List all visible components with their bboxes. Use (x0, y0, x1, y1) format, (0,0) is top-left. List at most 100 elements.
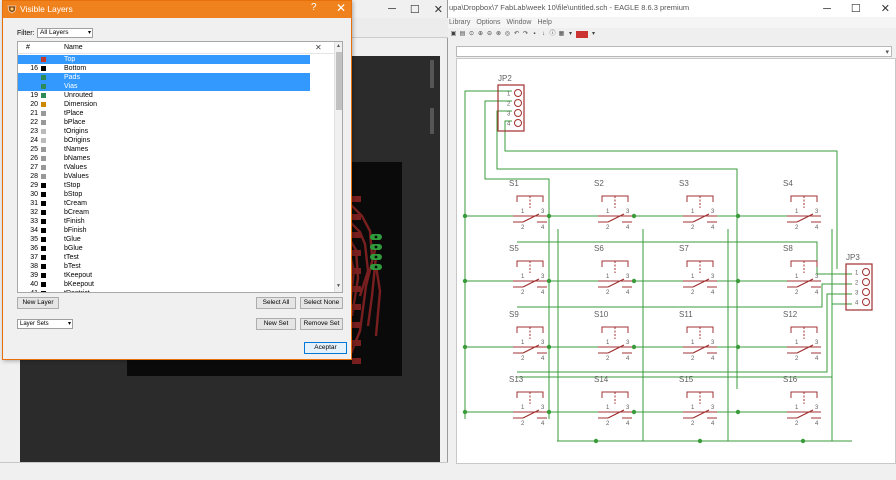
minimize-icon[interactable]: ─ (388, 3, 396, 15)
close-icon[interactable]: ✕ (336, 1, 347, 15)
filter-dropdown[interactable]: All Layers ▾ (37, 28, 93, 38)
menu-library[interactable]: Library (449, 19, 471, 26)
help-icon[interactable]: ? (311, 2, 317, 13)
menu-help[interactable]: Help (537, 19, 552, 26)
minimize-icon[interactable]: ─ (823, 2, 831, 15)
scrollbar-thumb[interactable] (336, 52, 342, 110)
zoom-in-icon[interactable]: ⊕ (477, 30, 484, 37)
switch-pin-number: 4 (626, 356, 630, 362)
print-icon[interactable]: ▤ (459, 30, 466, 37)
connector-body (497, 84, 525, 132)
close-icon[interactable]: ✕ (433, 3, 443, 16)
switch-lever (796, 213, 814, 223)
go-icon[interactable]: ↓ (542, 30, 545, 37)
new-layer-button[interactable]: New Layer (17, 297, 59, 309)
layer-color-icon[interactable] (576, 30, 588, 38)
pcb-pads (370, 234, 382, 270)
zoom-select-icon[interactable]: ⊗ (495, 30, 502, 37)
junction-dot (593, 438, 599, 444)
info-icon[interactable]: ⓘ (549, 30, 556, 37)
layer-color-swatch (41, 66, 46, 71)
menu-options[interactable]: Options (476, 19, 501, 26)
redo-icon[interactable]: ↷ (522, 30, 529, 37)
remove-set-button[interactable]: Remove Set (300, 318, 343, 330)
connector-pin-number: 3 (855, 291, 859, 297)
layer-row[interactable]: 1Top (18, 55, 310, 64)
layer-row[interactable]: 17Pads (18, 73, 310, 82)
layer-name: Vias (64, 83, 78, 90)
zoom-out-icon[interactable]: ⊖ (486, 30, 493, 37)
switch-pin-number: 1 (521, 274, 525, 280)
layer-name: bTest (64, 263, 81, 270)
ok-button[interactable]: Aceptar (304, 342, 347, 354)
scroll-up-icon[interactable]: ▲ (336, 43, 341, 49)
undo-icon[interactable]: ↶ (513, 30, 520, 37)
layer-sets-dropdown[interactable]: Layer Sets ▾ (17, 319, 73, 329)
layer-name: bValues (64, 173, 89, 180)
layer-name: tValues (64, 164, 87, 171)
switch-pin-number: 2 (691, 225, 695, 231)
grid-icon[interactable]: ▦ (558, 30, 565, 37)
switch-label: S7 (679, 244, 689, 253)
switch-pin-number: 4 (626, 421, 630, 427)
maximize-icon[interactable]: ☐ (850, 3, 861, 15)
command-line-input[interactable]: ▾ (456, 46, 892, 57)
layer-color-swatch (41, 111, 46, 116)
layer-list[interactable]: # Name ✕ 1Top16Bottom17Pads18Vias19Unrou… (17, 41, 343, 293)
layer-dropdown-icon[interactable]: ▾ (591, 30, 595, 37)
maximize-icon[interactable]: ☐ (409, 3, 420, 16)
layer-name: bKeepout (64, 281, 94, 288)
column-header-name[interactable]: Name (64, 44, 83, 51)
select-all-button[interactable]: Select All (256, 297, 296, 309)
stop-icon[interactable]: ▪ (533, 30, 536, 37)
new-set-button[interactable]: New Set (256, 318, 296, 330)
zoom-fit-icon[interactable]: ⊙ (468, 30, 475, 37)
open-icon[interactable]: ▣ (450, 30, 457, 37)
switch-pin-number: 2 (521, 225, 525, 231)
redraw-icon[interactable]: ◎ (504, 30, 511, 37)
layer-row[interactable]: 41tRestrict (18, 289, 334, 292)
layer-color-swatch (41, 237, 46, 242)
column-header-number[interactable]: # (26, 44, 30, 51)
layer-row[interactable]: 18Vias (18, 82, 310, 91)
switch-pin-number: 3 (815, 405, 819, 411)
switch-pin-number: 1 (521, 405, 525, 411)
close-icon[interactable]: ✕ (880, 3, 890, 15)
junction-dot (462, 409, 468, 415)
menu-window[interactable]: Window (506, 19, 532, 26)
chevron-down-icon[interactable]: ▾ (885, 49, 889, 56)
connector-pin-number: 2 (855, 281, 859, 287)
tool-dropdown-icon[interactable]: ▾ (568, 30, 572, 37)
select-none-button[interactable]: Select None (300, 297, 343, 309)
junction-dot (735, 278, 741, 284)
layer-list-scrollbar[interactable]: ▲ ▼ (334, 42, 342, 292)
scroll-down-icon[interactable]: ▼ (336, 283, 341, 289)
clear-selection-icon[interactable]: ✕ (315, 43, 322, 52)
switch-lever (796, 409, 814, 419)
layer-name: bFinish (64, 227, 87, 234)
